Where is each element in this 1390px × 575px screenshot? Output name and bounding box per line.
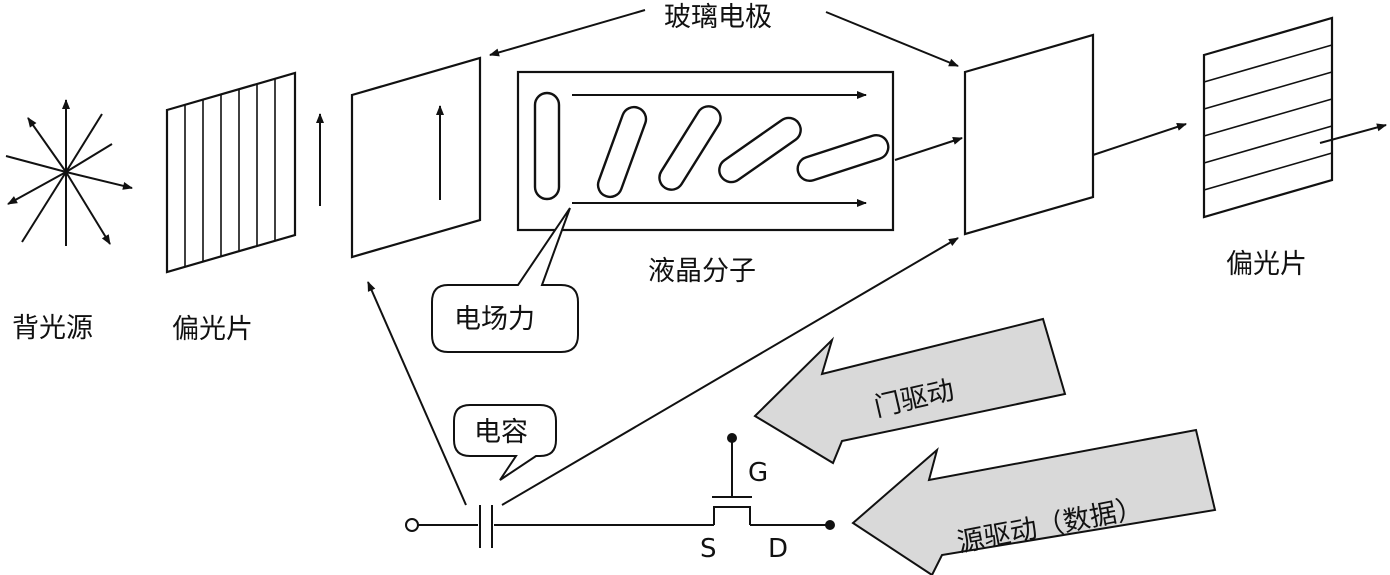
drain-terminal [825, 520, 835, 530]
lc-molecule [533, 91, 561, 201]
liquid-crystal-label: 液晶分子 [648, 256, 756, 287]
polarizer-left [165, 71, 297, 274]
polarizer-right-label: 偏光片 [1226, 249, 1307, 280]
polarizer-left-label: 偏光片 [172, 314, 253, 345]
tft-circuit [405, 433, 835, 548]
glass-electrode-left [350, 56, 482, 259]
input-terminal [405, 518, 419, 532]
capacitor-to-left-electrode [367, 281, 467, 506]
source-label: S [700, 534, 717, 564]
source-driver-arrow: 源驱动（数据） [851, 428, 1217, 575]
output-light-arrow [1319, 123, 1387, 144]
lc-molecule [658, 105, 722, 191]
glass-electrode-right [963, 33, 1095, 236]
drain-label: D [768, 534, 788, 564]
gate-terminal [727, 433, 737, 443]
capacitor-label: 电容 [474, 417, 528, 448]
lc-molecule [718, 116, 802, 184]
polarizer-right [1202, 16, 1334, 219]
light-arrow-to-polarizer [1092, 123, 1187, 156]
backlight-rays [5, 99, 133, 246]
light-arrow-to-electrode [894, 137, 963, 161]
glass-electrode-pointer-left [489, 9, 646, 57]
capacitor-callout: 电容 [453, 404, 557, 481]
glass-electrode-label: 玻璃电极 [664, 2, 772, 33]
electric-field-label: 电场力 [454, 304, 535, 335]
lc-molecule [596, 105, 648, 199]
electric-field-callout: 电场力 [431, 207, 579, 353]
lc-molecule [796, 133, 890, 183]
gate-label: G [748, 458, 768, 488]
gate-driver-arrow: 门驱动 [753, 317, 1067, 465]
capacitor-to-right-electrode [501, 237, 959, 506]
backlight-label: 背光源 [12, 313, 93, 344]
glass-electrode-pointer-right [825, 11, 959, 67]
liquid-crystal-cell [516, 70, 895, 232]
